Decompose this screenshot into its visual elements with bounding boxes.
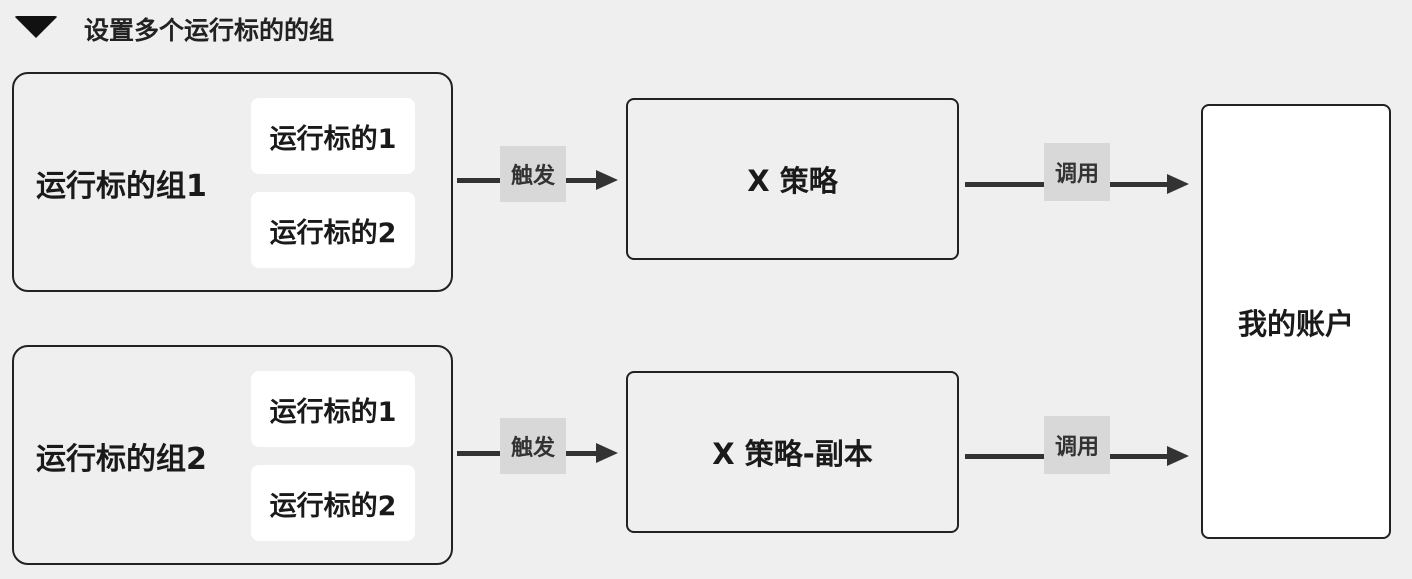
strategy-x-copy: X 策略-副本	[626, 371, 959, 533]
trigger-line-2b	[566, 451, 600, 456]
strategy-x: X 策略	[626, 98, 959, 260]
call-arrow-2	[1167, 446, 1189, 466]
group-2-target-2: 运行标的2	[251, 465, 415, 541]
trigger-line-1a	[457, 178, 502, 183]
trigger-line-2a	[457, 451, 502, 456]
section-title: 设置多个运行标的的组	[84, 16, 335, 45]
group-1-target-1: 运行标的1	[251, 98, 415, 174]
caret-down-icon[interactable]	[14, 16, 58, 38]
call-line-1a	[965, 182, 1047, 187]
group-1-target-2: 运行标的2	[251, 192, 415, 268]
call-arrow-1	[1167, 174, 1189, 194]
group-2-target-1: 运行标的1	[251, 371, 415, 447]
call-line-1b	[1110, 182, 1170, 187]
trigger-label-2: 触发	[500, 418, 566, 474]
trigger-label-1: 触发	[500, 146, 566, 202]
trigger-line-1b	[566, 178, 600, 183]
group-1-label: 运行标的组1	[36, 169, 207, 204]
my-account: 我的账户	[1201, 104, 1391, 539]
call-line-2b	[1110, 454, 1170, 459]
trigger-arrow-2	[596, 443, 618, 463]
group-2-label: 运行标的组2	[36, 442, 207, 477]
call-label-2: 调用	[1044, 416, 1110, 474]
trigger-arrow-1	[596, 170, 618, 190]
call-line-2a	[965, 454, 1047, 459]
call-label-1: 调用	[1044, 143, 1110, 201]
